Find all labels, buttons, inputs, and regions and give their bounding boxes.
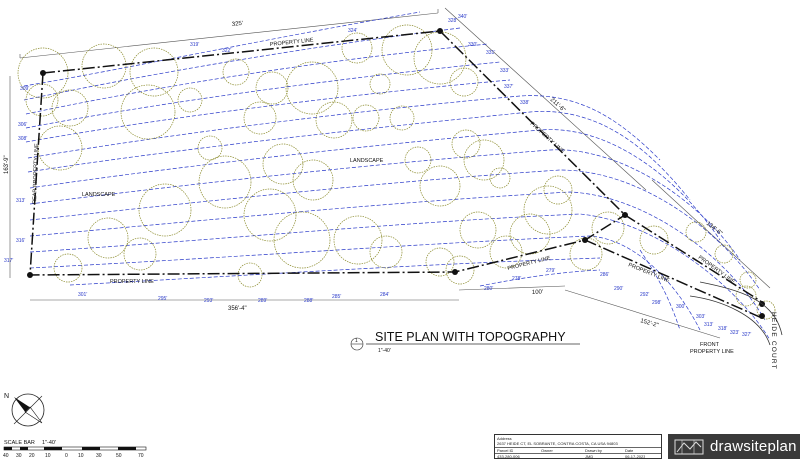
contour-label: 289' [258, 298, 267, 304]
label-front-2: PROPERTY LINE [690, 349, 734, 355]
title-scale: 1"-40' [378, 348, 391, 354]
contour-label: 319' [190, 42, 199, 48]
tb-address-label: Address [497, 436, 512, 441]
scale-tick: 30 [16, 453, 22, 459]
contour-label: 306' [18, 122, 27, 128]
scale-tick: 0 [65, 453, 68, 459]
dimension-lines [9, 7, 771, 339]
tb-drawn-by: JMD [585, 454, 594, 459]
contour-label: 313' [704, 322, 713, 328]
contour-label: 331' [486, 50, 495, 56]
tb-labels-row: Parcel ID Owner Drawn by Date [497, 447, 659, 454]
contour-label: 295' [158, 296, 167, 302]
contour-label: 313' [16, 198, 25, 204]
scale-bar-label: SCALE BAR [4, 440, 35, 446]
street-edge [689, 281, 783, 346]
scale-tick: 40 [3, 453, 9, 459]
label-street: HEIDE COURT [770, 312, 777, 370]
contour-label: 298' [652, 300, 661, 306]
contour-label: 290' [614, 286, 623, 292]
north-arrow-icon: N [4, 393, 45, 427]
contour-label: 285' [332, 294, 341, 300]
label-rear-property-line: REAR PROPERTY LINE [32, 143, 40, 204]
contour-label: 279' [546, 268, 555, 274]
tb-owner-label: Owner [541, 448, 553, 453]
contour-label: 292' [640, 292, 649, 298]
contour-label: 333' [500, 68, 509, 74]
contour-lines [23, 11, 771, 341]
label-landscape-2: LANDSCAPE [82, 192, 116, 198]
contour-label: 330' [468, 42, 477, 48]
scale-tick: 30 [96, 453, 102, 459]
label-property-line-top: PROPERTY LINE [270, 37, 315, 48]
contour-label: 327' [742, 332, 751, 338]
contour-label: 284' [380, 292, 389, 298]
label-front-1: FRONT [700, 342, 720, 348]
blueprint-icon [674, 439, 704, 454]
brand-name: drawsiteplan [710, 438, 797, 455]
contour-label: 293' [204, 298, 213, 304]
contour-label: 303' [696, 314, 705, 320]
contour-label: 286' [600, 272, 609, 278]
contour-label: 323' [730, 330, 739, 336]
contour-label: 309' [20, 86, 29, 92]
contour-label: 328' [448, 18, 457, 24]
contour-label: 316' [16, 238, 25, 244]
brand-logo: drawsiteplan [668, 434, 800, 459]
label-landscape-1: LANDSCAPE [350, 158, 384, 164]
plan-labels: PROPERTY LINE PROPERTY LINE REAR PROPERT… [32, 37, 777, 369]
contour-labels: 309' 306' 308' 313' 316' 317' 319' 322' … [4, 14, 751, 338]
contour-label: 317' [4, 258, 13, 264]
dim-bottom: 356'-4" [228, 306, 247, 312]
contour-label: 301' [78, 292, 87, 298]
tb-date: 06-17-2023 [625, 454, 646, 459]
scale-tick: 20 [29, 453, 35, 459]
title-number: 1 [355, 338, 358, 344]
scale-tick: 70 [138, 453, 144, 459]
contour-label: 322' [222, 48, 231, 54]
drawing-title: 1 SITE PLAN WITH TOPOGRAPHY 1"-40' [350, 330, 580, 354]
dim-right-lower: 134'-6" [705, 221, 723, 237]
dim-lower-mid: 100' [532, 289, 543, 296]
title-block: Address 2637 HEIDE CT, EL SOBRANTE, CONT… [494, 434, 662, 459]
tb-date-label: Date [625, 448, 634, 453]
scale-bar-scale: 1"-40' [42, 440, 56, 446]
dim-left: 163'-9" [4, 155, 10, 174]
contour-label: 278' [512, 276, 521, 282]
scale-bar: SCALE BAR 1"-40' 40 30 20 10 0 10 30 50 … [3, 440, 147, 459]
contour-label: 288' [304, 298, 313, 304]
dim-right-upper: 211'-6" [549, 97, 567, 114]
dim-front: 152'-2" [639, 318, 659, 329]
title-text: SITE PLAN WITH TOPOGRAPHY [375, 330, 566, 344]
contour-label: 318' [718, 326, 727, 332]
tb-parcel: 433-280-006 [497, 454, 520, 459]
tb-address: 2637 HEIDE CT, EL SOBRANTE, CONTRA COSTA… [497, 441, 618, 446]
contour-label: 338' [520, 100, 529, 106]
scale-tick: 10 [45, 453, 51, 459]
dim-top: 325' [232, 21, 244, 28]
contour-label: 340' [458, 14, 467, 20]
tb-values-row: 433-280-006 JMD 06-17-2023 [497, 453, 659, 460]
tb-parcel-label: Parcel ID [497, 448, 514, 453]
contour-label: 337' [504, 84, 513, 90]
scale-tick: 50 [116, 453, 122, 459]
contour-label: 324' [348, 28, 357, 34]
contour-label: 308' [18, 136, 27, 142]
label-property-line-bottom: PROPERTY LINE [110, 279, 154, 285]
tb-drawn-by-label: Drawn by [585, 448, 602, 453]
contour-label: 280' [484, 286, 493, 292]
contour-label: 300' [676, 304, 685, 310]
label-property-line-diag: PROPERTY LINE [627, 262, 670, 284]
scale-tick: 10 [78, 453, 84, 459]
svg-text:N: N [4, 393, 9, 400]
